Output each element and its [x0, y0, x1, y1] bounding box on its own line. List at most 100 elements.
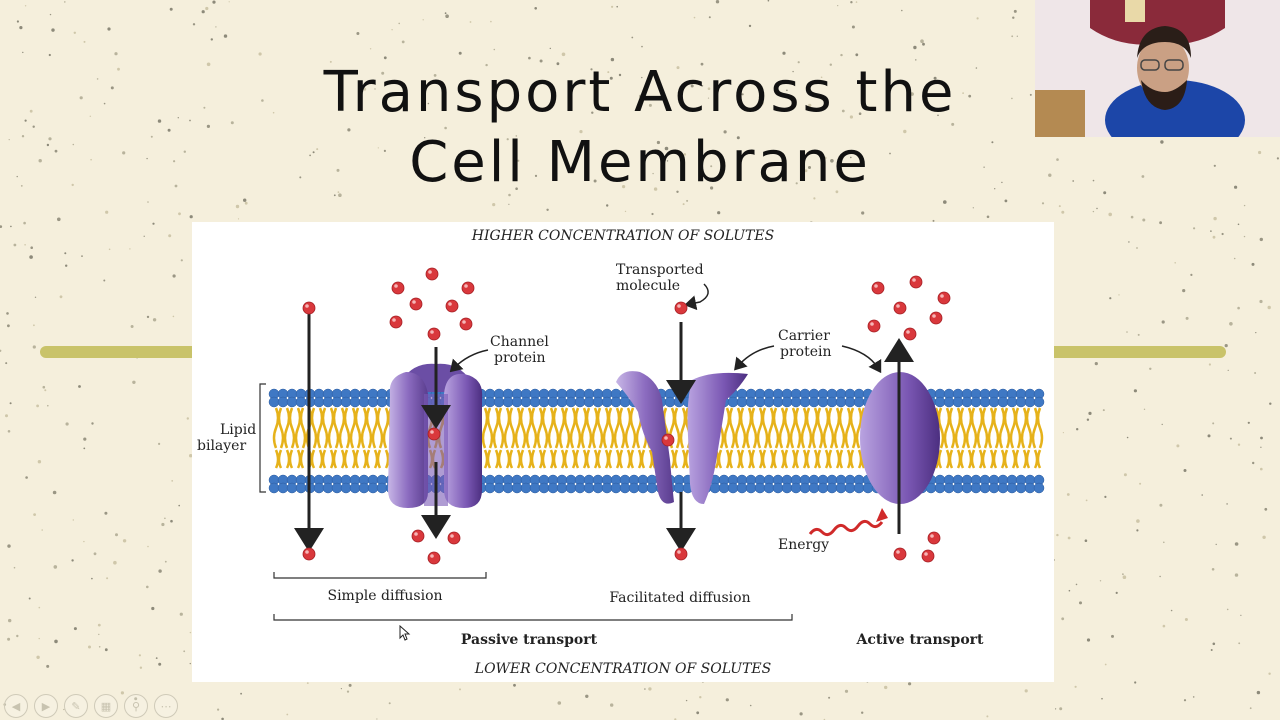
- slides-grid-icon[interactable]: ▦: [94, 694, 118, 718]
- solute-molecule: [893, 547, 907, 561]
- phospholipid-head: [502, 396, 514, 408]
- prev-icon[interactable]: ◀: [4, 694, 28, 718]
- speckle-dot: [1079, 601, 1082, 605]
- phospholipid-head: [853, 482, 865, 494]
- speckle-dot: [212, 0, 216, 4]
- phospholipid-head: [358, 396, 370, 408]
- speckle-dot: [1159, 221, 1162, 225]
- speckle-dot: [624, 210, 627, 213]
- phospholipid-tail: [789, 407, 802, 469]
- phospholipid-head: [637, 482, 649, 494]
- speckle-dot: [610, 57, 615, 62]
- speckle-dot: [855, 1, 858, 3]
- speckle-dot: [96, 78, 99, 80]
- speckle-dot: [546, 208, 549, 211]
- speckle-dot: [205, 6, 209, 11]
- speckle-dot: [217, 708, 220, 711]
- speckle-dot: [590, 68, 593, 71]
- speckle-dot: [1210, 649, 1213, 651]
- speckle-dot: [1149, 367, 1152, 370]
- more-icon[interactable]: ⋯: [154, 694, 178, 718]
- speckle-dot: [1115, 591, 1118, 595]
- phospholipid-head: [772, 396, 784, 408]
- speckle-dot: [1185, 316, 1189, 320]
- speckle-dot: [168, 234, 172, 238]
- speckle-dot: [830, 159, 834, 163]
- speckle-dot: [1211, 568, 1215, 571]
- speckle-dot: [767, 0, 770, 2]
- speckle-dot: [986, 215, 990, 219]
- speckle-dot: [1170, 609, 1173, 612]
- zoom-icon[interactable]: ⚲: [124, 694, 148, 718]
- solute-highlight: [305, 304, 309, 308]
- speckle-dot: [230, 121, 234, 125]
- speckle-dot: [28, 597, 31, 600]
- speckle-dot: [183, 650, 186, 653]
- speckle-dot: [610, 703, 614, 707]
- speckle-dot: [1229, 322, 1233, 326]
- solute-molecule: [302, 547, 316, 561]
- pen-icon[interactable]: ✎: [64, 694, 88, 718]
- phospholipid-head: [340, 482, 352, 494]
- speckle-dot: [445, 14, 449, 18]
- speckle-dot: [556, 62, 560, 66]
- solute-highlight: [430, 330, 434, 334]
- phospholipid-head: [277, 482, 289, 494]
- speckle-dot: [189, 119, 191, 122]
- speckle-dot: [179, 612, 183, 616]
- speckle-dot: [1192, 696, 1195, 698]
- speckle-dot: [676, 66, 680, 70]
- phospholipid-head: [601, 396, 613, 408]
- solute-highlight: [874, 284, 878, 288]
- phospholipid-head: [547, 482, 559, 494]
- speckle-dot: [21, 135, 25, 138]
- solute-highlight: [930, 534, 934, 538]
- phospholipid-head: [745, 396, 757, 408]
- speckle-dot: [348, 683, 352, 687]
- speckle-dot: [1234, 185, 1238, 189]
- phospholipid-head: [610, 482, 622, 494]
- speckle-dot: [851, 25, 855, 29]
- solute-highlight: [677, 304, 681, 308]
- speckle-dot: [1183, 699, 1187, 702]
- speckle-dot: [244, 201, 248, 205]
- speckle-dot: [103, 279, 106, 282]
- speckle-dot: [306, 682, 309, 684]
- phospholipid-head: [979, 482, 991, 494]
- speckle-dot: [83, 437, 87, 441]
- speckle-dot: [24, 119, 27, 122]
- phospholipid-tail: [998, 407, 1011, 469]
- speckle-dot: [508, 203, 510, 205]
- phospholipid-tail: [668, 407, 681, 469]
- speckle-dot: [683, 153, 687, 156]
- speckle-dot: [1130, 215, 1134, 219]
- speckle-dot: [1122, 575, 1127, 579]
- play-icon[interactable]: ▶: [34, 694, 58, 718]
- phospholipid-head: [583, 396, 595, 408]
- phospholipid-head: [808, 396, 820, 408]
- phospholipid-tail: [558, 407, 571, 469]
- phospholipid-head: [952, 396, 964, 408]
- speckle-dot: [1213, 216, 1217, 221]
- speckle-dot: [861, 211, 865, 215]
- speckle-dot: [1159, 575, 1161, 578]
- speckle-dot: [316, 148, 319, 151]
- speckle-dot: [1011, 97, 1013, 100]
- phospholipid-head: [367, 482, 379, 494]
- speckle-dot: [32, 125, 35, 128]
- speckle-dot: [312, 151, 315, 154]
- speckle-dot: [707, 87, 711, 90]
- phospholipid-head: [268, 396, 280, 408]
- speckle-dot: [324, 70, 326, 73]
- solute-molecule: [903, 327, 917, 341]
- solute-highlight: [430, 430, 434, 434]
- solute-molecule: [461, 281, 475, 295]
- phospholipid-tail: [844, 407, 857, 469]
- speckle-dot: [951, 122, 955, 126]
- speckle-dot: [1267, 305, 1271, 310]
- speckle-dot: [72, 519, 75, 521]
- solute-highlight: [462, 320, 466, 324]
- phospholipid-head: [835, 482, 847, 494]
- phospholipid-head: [610, 396, 622, 408]
- speckle-dot: [607, 71, 610, 74]
